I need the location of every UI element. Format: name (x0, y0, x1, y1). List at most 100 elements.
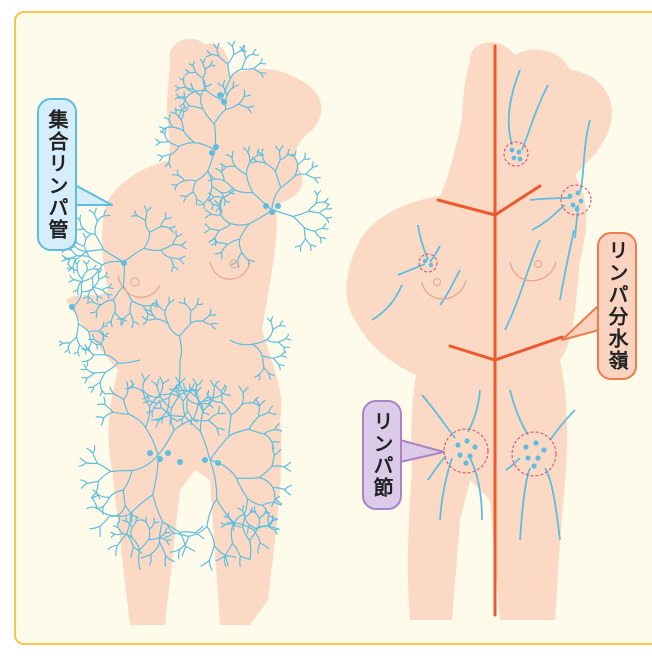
vessel-segment (99, 277, 105, 280)
vessel-segment (93, 453, 98, 463)
vessel-segment (87, 369, 94, 373)
vessel-segment (301, 239, 306, 246)
vessel-segment (94, 208, 96, 214)
vessel-segment (69, 280, 74, 283)
vessel-segment (284, 462, 291, 467)
vessel-segment (68, 343, 70, 350)
vessel-segment (89, 257, 102, 265)
vessel-segment (308, 203, 316, 211)
vessel-segment (73, 267, 74, 273)
vessel-segment (81, 483, 87, 488)
vessel-segment (226, 524, 233, 525)
vessel-segment (96, 481, 98, 492)
vessel-segment (228, 42, 233, 46)
vessel-segment (280, 321, 283, 326)
vessel-segment (232, 41, 235, 46)
vessel-segment (94, 279, 99, 287)
vessel-segment (267, 318, 271, 322)
vessel-segment (95, 222, 97, 234)
vessel-segment (169, 297, 170, 304)
left-body-silhouette (66, 39, 321, 625)
vessel-segment (87, 448, 93, 453)
vessel-segment (81, 377, 87, 378)
vessel-segment (207, 527, 214, 546)
vessel-segment (221, 252, 222, 259)
vessel-segment (209, 546, 214, 560)
vessel-segment (273, 358, 279, 364)
vessel-segment (317, 190, 321, 195)
vessel-segment (271, 316, 273, 322)
vessel-segment (184, 104, 185, 109)
vessel-segment (156, 142, 161, 145)
vessel-segment (103, 497, 109, 506)
vessel-segment (99, 472, 111, 482)
vessel-segment (242, 69, 253, 70)
vessel-segment (304, 153, 305, 159)
lymph-node-label: リンパ節 (372, 411, 392, 499)
vessel-segment (232, 46, 233, 54)
vessel-segment (77, 337, 80, 346)
vessel-segment (97, 404, 105, 405)
vessel-segment (116, 545, 118, 556)
collecting-vessel-pointer (75, 185, 112, 205)
vessel-segment (186, 547, 196, 552)
vessel-segment (100, 391, 102, 396)
vessel-segment (102, 391, 106, 396)
vessel-segment (242, 59, 246, 70)
vessel-segment (320, 238, 321, 244)
vessel-segment (195, 526, 203, 533)
vessel-segment (96, 417, 104, 418)
collecting-vessel-callout: 集合リンパ管 (37, 98, 77, 251)
vessel-segment (326, 217, 332, 218)
vessel-segment (71, 268, 77, 271)
vessel-segment (305, 239, 310, 245)
vessel-segment (71, 250, 77, 256)
vessel-segment (285, 490, 292, 496)
vessel-segment (324, 198, 328, 202)
vessel-segment (92, 277, 93, 288)
vessel-segment (115, 534, 122, 535)
vessel-segment (184, 297, 185, 303)
vessel-segment (84, 238, 86, 246)
vessel-segment (96, 345, 97, 350)
vessel-segment (314, 190, 317, 195)
vessel-segment (86, 260, 89, 264)
vessel-segment (267, 340, 278, 342)
vessel-segment (262, 149, 263, 156)
vessel-segment (91, 387, 94, 392)
vessel-segment (78, 271, 83, 279)
vessel-segment (100, 372, 105, 382)
vessel-segment (93, 445, 95, 453)
watershed-callout: リンパ分水嶺 (597, 232, 637, 380)
vessel-segment (284, 347, 290, 348)
vessel-segment (285, 339, 291, 341)
vessel-segment (323, 223, 326, 228)
vessel-segment (77, 243, 84, 247)
vessel-segment (165, 556, 166, 567)
vessel-segment (311, 245, 317, 247)
vessel-segment (161, 141, 169, 142)
vessel-segment (111, 534, 115, 538)
vessel-segment (90, 526, 101, 528)
vessel-segment (81, 279, 82, 292)
vessel-segment (172, 245, 181, 246)
vessel-segment (89, 210, 94, 214)
vessel-segment (80, 480, 87, 484)
vessel-segment (267, 330, 273, 340)
vessel-segment (100, 515, 110, 526)
vessel-segment (86, 250, 103, 252)
vessel-segment (315, 228, 323, 231)
vessel-segment (306, 174, 314, 178)
vessel-segment (260, 58, 263, 63)
vessel-segment (324, 202, 329, 205)
vessel-segment (280, 326, 286, 327)
vessel-segment (104, 215, 111, 216)
vessel-segment (84, 229, 95, 234)
vessel-segment (304, 228, 305, 239)
vessel-segment (93, 498, 98, 508)
vessel-segment (253, 49, 256, 54)
vessel-segment (78, 352, 79, 357)
vessel-segment (77, 324, 79, 337)
vessel-segment (326, 218, 329, 223)
vessel-segment (272, 442, 280, 443)
